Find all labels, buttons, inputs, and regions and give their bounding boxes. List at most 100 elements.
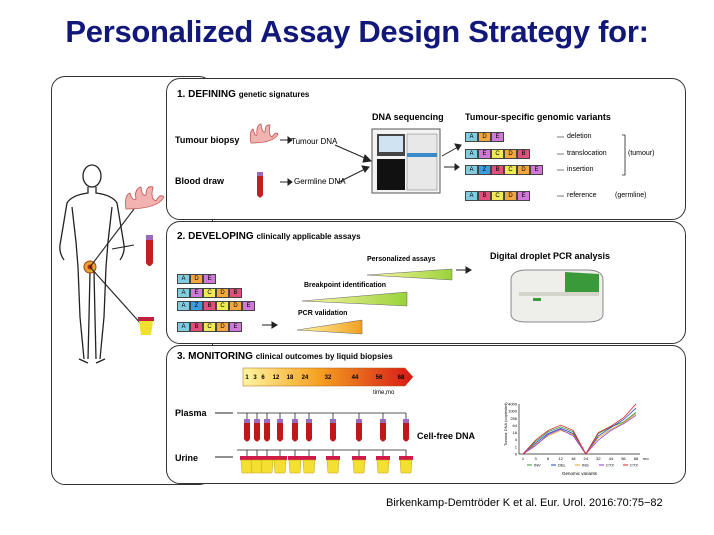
dna-sequencing-label: DNA sequencing xyxy=(372,112,444,122)
tumour-dna-label: Tumour DNA xyxy=(291,137,338,146)
timeline-tick-label: 18 xyxy=(287,375,294,381)
chart-y-label: Tumour DNA (copies/ml) xyxy=(503,402,508,446)
urine-cup xyxy=(288,459,302,474)
base-cell: E xyxy=(190,288,203,298)
urine-cup-lid xyxy=(302,456,316,460)
urine-label: Urine xyxy=(175,453,199,463)
cell-free-dna-label: Cell-free DNA xyxy=(417,431,476,441)
plasma-tube-cap xyxy=(356,419,362,423)
plasma-tube xyxy=(380,423,386,442)
chart-x-tick-label: 18 xyxy=(571,456,576,461)
chart-series-line xyxy=(522,413,637,455)
chart-y-tick-label: 16 xyxy=(513,430,518,435)
assay-row-2: A E C D B xyxy=(177,288,242,298)
timeline-tick-label: 24 xyxy=(302,375,309,381)
plasma-tube xyxy=(277,423,283,442)
variant-row-reference: A B C D E xyxy=(465,191,530,201)
base-cell: C xyxy=(491,191,504,201)
urine-cup-lid xyxy=(273,456,287,460)
base-cell: A xyxy=(177,288,190,298)
base-cell: C xyxy=(203,322,216,332)
germline-tag: (germline) xyxy=(615,192,647,199)
base-cell: B xyxy=(491,165,504,175)
plasma-tube-cap xyxy=(403,419,409,423)
base-cell: D xyxy=(216,288,229,298)
chart-series-line xyxy=(522,403,637,455)
coral-biopsy-icon xyxy=(249,123,279,144)
chart-y-tick-label: 4 xyxy=(515,437,518,442)
base-cell: A xyxy=(465,149,478,159)
base-cell: E xyxy=(242,301,255,311)
insertion-label: insertion xyxy=(567,166,594,173)
base-cell: E xyxy=(229,322,242,332)
base-cell: D xyxy=(478,132,491,142)
chart-series-line xyxy=(522,412,637,455)
chart-x-tick-label: 32 xyxy=(596,456,601,461)
reference-label: reference xyxy=(567,192,597,199)
base-cell: Z xyxy=(478,165,491,175)
monitoring-heading: 3. MONITORING clinical outcomes by liqui… xyxy=(177,351,393,362)
plasma-tube-cap xyxy=(330,419,336,423)
chart-y-tick-label: 1 xyxy=(515,444,518,449)
sequencer-icon xyxy=(371,128,441,194)
chart-x-label: Genomic variants xyxy=(562,471,598,476)
developing-panel: 2. DEVELOPING clinically applicable assa… xyxy=(166,221,686,344)
urine-cup-lid xyxy=(260,456,274,460)
developing-graphics xyxy=(262,266,604,335)
urine-cup-lid xyxy=(376,456,390,460)
chart-x-tick-label: 56 xyxy=(621,456,626,461)
base-cell: D xyxy=(504,149,517,159)
chart-x-tick-label: 12 xyxy=(558,456,563,461)
urine-cup xyxy=(273,459,287,474)
pcr-validation-label: PCR validation xyxy=(298,310,348,317)
base-cell: A xyxy=(177,274,190,284)
plasma-tube-cap xyxy=(244,419,250,423)
blood-tube-icon xyxy=(146,235,153,266)
timeline-tick-label: 12 xyxy=(273,375,280,381)
blood-draw-label: Blood draw xyxy=(175,176,224,186)
plasma-tube-cap xyxy=(264,419,270,423)
chart-x-tick-label: 1 xyxy=(522,456,525,461)
plasma-tube-cap xyxy=(380,419,386,423)
chart-y-tick-label: 256 xyxy=(510,416,517,421)
tumour-biopsy-label: Tumour biopsy xyxy=(175,135,240,145)
chart-x-tick-label: 3 xyxy=(534,456,537,461)
base-cell: C xyxy=(203,288,216,298)
translocation-label: translocation xyxy=(567,150,607,157)
base-cell: E xyxy=(203,274,216,284)
tumour-biopsy-icon xyxy=(125,186,165,210)
base-cell: E xyxy=(491,132,504,142)
base-cell: D xyxy=(216,322,229,332)
assay-row-4: A B C D E xyxy=(177,322,242,332)
base-cell: D xyxy=(517,165,530,175)
variant-row-translocation: A E C D B xyxy=(465,149,530,159)
urine-cup-lid xyxy=(352,456,366,460)
timeline-tick-label: 3 xyxy=(253,375,257,381)
base-cell: A xyxy=(465,165,478,175)
base-cell: C xyxy=(216,301,229,311)
base-cell: E xyxy=(530,165,543,175)
plasma-tube xyxy=(244,423,250,442)
base-cell: D xyxy=(190,274,203,284)
base-cell: B xyxy=(478,191,491,201)
plasma-tube xyxy=(403,423,409,442)
base-cell: B xyxy=(203,301,216,311)
urine-cup xyxy=(376,459,390,474)
base-cell: B xyxy=(229,288,242,298)
samples-graphics xyxy=(215,412,413,474)
urine-cup-lid xyxy=(288,456,302,460)
assay-arrow-green xyxy=(366,268,453,281)
chart-legend-label: INV xyxy=(534,463,541,468)
chart-y-tick-label: 4000 xyxy=(508,402,518,407)
variants-title: Tumour-specific genomic variants xyxy=(465,112,611,122)
chart-series-line xyxy=(522,415,637,455)
assay-row-1: A D E xyxy=(177,274,216,284)
defining-graphics xyxy=(249,123,462,198)
plasma-tube-cap xyxy=(292,419,298,423)
base-cell: Z xyxy=(190,301,203,311)
developing-heading: 2. DEVELOPING clinically applicable assa… xyxy=(177,231,361,242)
chart-y-tick-label: 0 xyxy=(515,452,518,457)
plasma-tube xyxy=(292,423,298,442)
urine-cup xyxy=(302,459,316,474)
